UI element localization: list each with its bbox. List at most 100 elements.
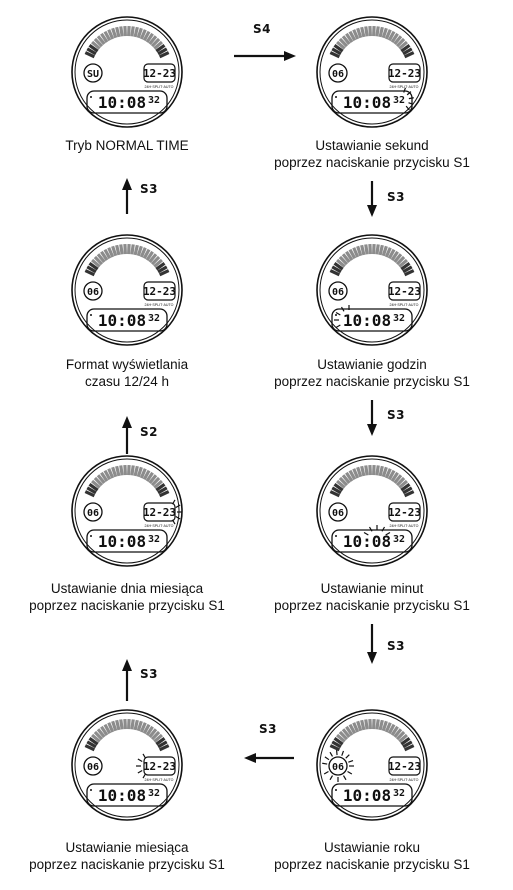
date-value: 12-23 [143,760,176,773]
arc-segment [130,244,135,255]
time-value: 10:08 [98,786,146,805]
day-indicator [328,502,348,522]
arc-segment [145,725,154,736]
watch-ring [74,712,180,818]
arc-segment [331,265,342,274]
arrow-right-icon [234,50,296,62]
arc-segment [103,248,112,260]
time-box [331,308,413,332]
arc-segment [398,733,408,743]
arc-segment [91,258,101,268]
flash-ray [405,105,410,111]
arrow-down-icon [366,624,378,664]
arc-segment [136,27,143,39]
arc-segment [119,244,124,255]
arc-segment [395,37,406,48]
arc-segment [153,479,163,489]
caption-seconds: Ustawianie sekund poprzez naciskanie prz… [274,137,470,171]
arc-segment [148,35,158,46]
arc-segment [136,245,143,257]
arc-segment [96,728,106,739]
watch-ring [319,19,425,125]
arc-segment [402,47,413,56]
date-value: 12-23 [143,506,176,519]
caption-hours: Ustawianie godzin poprzez naciskanie prz… [274,356,470,390]
arc-segment [139,29,147,40]
arc-segment [139,247,147,258]
arc-segment [100,725,109,736]
arc-segment [375,26,380,37]
arc-segment [360,719,366,731]
arc-segment [333,483,344,492]
arrow-left-icon [244,752,294,764]
arc-segment [155,737,166,746]
arc-segment [142,469,151,481]
day-value: 06 [87,762,99,773]
arc-segment [84,269,96,277]
arc-segment [395,476,406,487]
arc-segment [400,483,411,492]
arc-segment [115,465,121,477]
caption-line: czasu 12/24 h [84,374,170,389]
flash-ray [329,775,334,781]
arc-segment [403,744,415,752]
caption-normal: Tryb NORMAL TIME [65,137,188,154]
date-box [143,281,176,301]
arc-segment [91,479,101,489]
flash-ray [137,769,143,774]
arc-segment [341,474,351,485]
caption-line: Tryb NORMAL TIME [65,138,189,153]
arc-segment [139,722,147,733]
seconds-value: 32 [148,95,160,106]
arc-segment [119,465,124,476]
flash-ray [324,756,330,761]
arc-segment [400,737,411,746]
arc-segment [338,730,349,741]
time-box [331,529,413,553]
arc-segment [395,730,406,741]
arc-segment [103,723,112,735]
pm-dot [335,789,337,791]
seconds-value: 32 [148,534,160,545]
day-value: 06 [87,508,99,519]
arc-segment [395,255,406,266]
watch-ring [319,237,425,343]
arc-segment [153,40,163,50]
arc-segment [390,725,399,736]
arc-segment [375,244,380,255]
arc-segment [155,44,166,53]
date-value: 12-23 [143,67,176,80]
date-box [388,63,421,83]
arc-segment [338,476,349,487]
caption-format: Format wyświetlania czasu 12/24 h [66,356,188,390]
arc-segment [100,471,109,482]
pm-dot [335,314,337,316]
flash-ray [342,775,347,781]
arc-segment [345,471,354,482]
caption-line: poprzez naciskanie przycisku S1 [274,857,470,872]
arc-segment [381,27,388,39]
time-value: 10:08 [98,532,146,551]
arc-segment [403,269,415,277]
arc-segment [360,465,366,477]
arrow-down-icon [366,400,378,436]
flash-ray [341,750,345,756]
arc-segment [157,740,168,749]
arc-segment [158,51,170,59]
arc-segment [336,258,346,268]
arc-segment [88,483,99,492]
watch-ring [74,237,180,343]
arc-segment [115,719,121,731]
caption-minutes: Ustawianie minut poprzez naciskanie przy… [274,580,470,614]
arc-segment [158,490,170,498]
arc-segment [145,250,154,261]
mode-indicator: 24H·SPLIT·AUTO [390,778,419,782]
caption-line: poprzez naciskanie przycisku S1 [29,857,225,872]
arc-segment [119,26,124,37]
